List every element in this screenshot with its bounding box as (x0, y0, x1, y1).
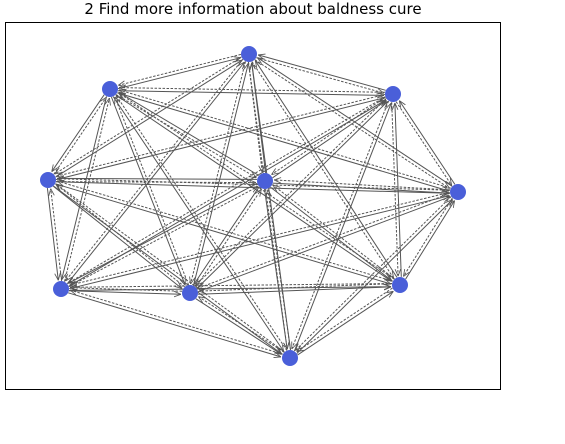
edge-9-6 (68, 182, 258, 283)
edge-0-9 (247, 62, 262, 172)
edge-1-3 (391, 102, 398, 276)
edge-1-6 (68, 96, 386, 283)
edge-7-8 (53, 97, 107, 175)
edge-9-2 (272, 182, 449, 193)
edge-5-7 (56, 184, 186, 288)
edge-2-5 (198, 192, 451, 288)
edge-4-6 (70, 290, 283, 355)
edge-0-1 (256, 57, 384, 93)
edge-1-7 (56, 93, 386, 176)
edge-1-8 (119, 88, 386, 93)
edge-2-1 (399, 101, 456, 185)
edge-9-3 (270, 186, 392, 281)
graph-node-6 (53, 281, 69, 297)
edge-5-1 (196, 101, 388, 289)
edge-4-1 (293, 103, 391, 352)
edge-9-4 (264, 189, 288, 349)
edge-6-3 (68, 287, 391, 291)
edge-8-9 (115, 94, 256, 178)
edge-3-6 (70, 283, 393, 288)
edge-0-6 (65, 58, 244, 281)
edge-4-2 (296, 200, 453, 354)
edge-6-7 (51, 189, 63, 281)
edge-1-5 (195, 98, 387, 286)
edge-1-2 (395, 101, 452, 186)
edge-8-6 (62, 96, 107, 280)
edge-8-4 (112, 96, 284, 352)
edge-3-9 (273, 185, 395, 280)
graph-node-0 (241, 46, 257, 62)
edge-6-5 (68, 290, 181, 295)
edge-2-4 (295, 196, 452, 351)
edge-7-0 (55, 60, 243, 178)
edge-4-9 (268, 190, 291, 350)
edge-2-9 (274, 180, 451, 191)
edge-1-9 (272, 96, 386, 174)
edge-6-8 (64, 98, 110, 282)
edge-6-9 (68, 187, 258, 288)
graph-node-2 (450, 184, 466, 200)
edge-5-2 (197, 197, 450, 293)
edge-5-4 (195, 298, 282, 355)
edge-5-0 (193, 63, 249, 286)
graph-node-5 (182, 285, 198, 301)
edge-7-1 (55, 98, 385, 181)
graph-node-1 (385, 86, 401, 102)
edge-2-3 (403, 197, 453, 277)
plot-frame (5, 22, 501, 390)
edge-9-0 (252, 63, 267, 173)
edge-3-2 (405, 201, 455, 280)
graph-node-8 (102, 81, 118, 97)
edge-4-8 (116, 96, 288, 351)
edge-3-4 (297, 287, 393, 352)
edge-5-6 (70, 288, 183, 292)
edge-1-0 (258, 55, 386, 91)
edge-5-8 (115, 97, 190, 286)
graph-node-9 (257, 173, 273, 189)
edge-0-5 (191, 61, 246, 284)
edge-3-8 (118, 93, 395, 280)
edge-4-5 (198, 297, 285, 353)
edge-0-7 (55, 56, 242, 174)
edge-8-7 (52, 94, 105, 172)
edge-0-3 (251, 61, 394, 279)
edge-2-6 (69, 191, 450, 285)
edge-3-0 (255, 61, 398, 278)
edge-7-4 (53, 185, 282, 354)
edge-5-9 (195, 189, 261, 288)
edge-8-0 (117, 58, 241, 90)
nodes (40, 46, 466, 366)
edge-5-3 (198, 287, 391, 295)
edge-8-2 (117, 92, 449, 191)
graph-node-4 (282, 350, 298, 366)
edge-7-3 (55, 183, 391, 284)
edge-7-9 (55, 182, 256, 183)
chart-title: 2 Find more information about baldness c… (84, 0, 422, 18)
edge-1-4 (292, 100, 390, 349)
edge-3-7 (57, 181, 393, 282)
edge-9-8 (119, 92, 260, 176)
edge-2-8 (119, 90, 451, 189)
edge-9-1 (272, 100, 387, 179)
edge-9-7 (57, 178, 258, 179)
edge-7-5 (52, 185, 182, 288)
edge-9-5 (194, 186, 260, 285)
graph-node-7 (40, 172, 56, 188)
edge-4-7 (56, 184, 285, 353)
edge-0-8 (118, 53, 242, 85)
edge-8-5 (110, 96, 185, 285)
edge-7-6 (46, 188, 58, 280)
edge-8-1 (117, 90, 384, 96)
graph-node-3 (392, 277, 408, 293)
edge-6-4 (68, 292, 281, 357)
edge-4-3 (297, 291, 394, 356)
edges (46, 53, 456, 357)
edge-6-0 (66, 62, 244, 285)
edge-6-2 (69, 196, 449, 290)
